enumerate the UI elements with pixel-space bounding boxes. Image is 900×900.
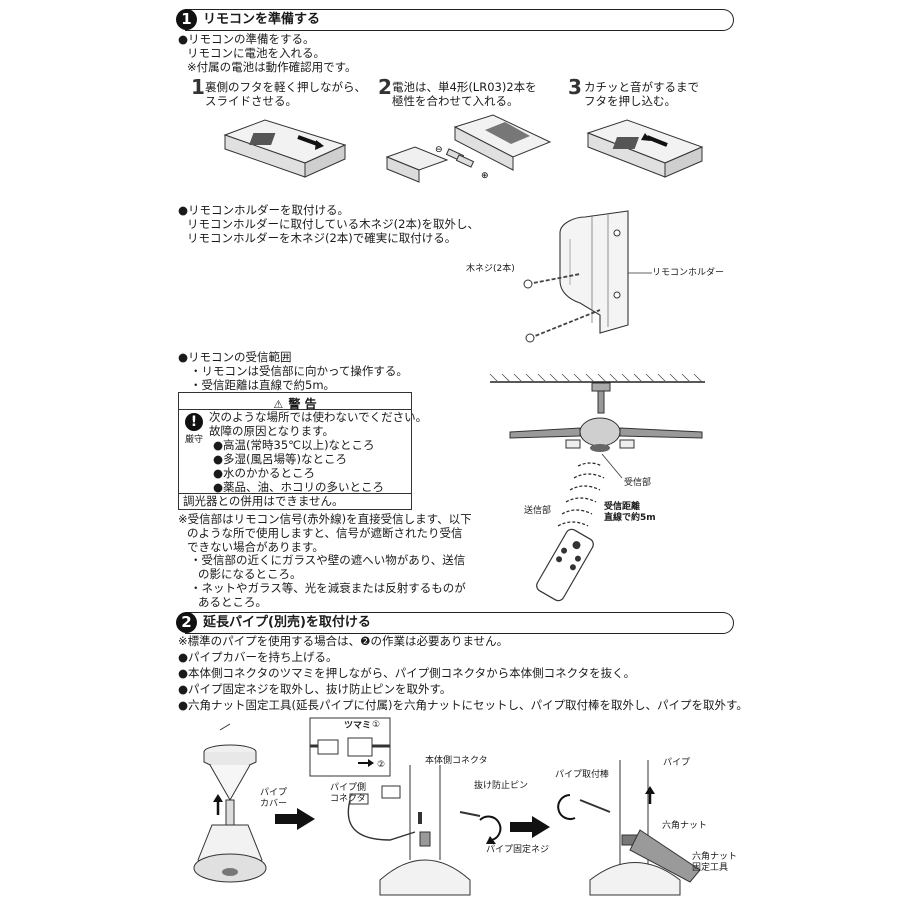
note-line-4: ・受信部の近くにガラスや壁の遮へい物があり、送信	[190, 553, 466, 567]
range-line-2: ・リモコンは受信部に向かって操作する。	[190, 364, 408, 378]
ceiling-fan-range-illustration	[489, 373, 705, 602]
remote-step-1-illustration	[223, 119, 347, 178]
note-line-1: ※受信部はリモコン信号(赤外線)を直接受信します、以下	[178, 512, 472, 526]
connector-detail-illustration	[309, 717, 391, 777]
section-2-number: 2	[176, 612, 197, 633]
range-line-3: ・受信距離は直線で約5m。	[190, 378, 336, 392]
step-2-line-1: 電池は、単4形(LR03)2本を	[392, 80, 537, 94]
label-pipe-screw: パイプ固定ネジ	[486, 845, 550, 855]
warning-bullet-4: ●薬品、油、ホコリの多いところ	[213, 480, 385, 494]
pipe-removal-illustration	[557, 760, 701, 896]
label-pipe-cover-2: カバー	[260, 799, 288, 809]
svg-text:⊖: ⊖	[435, 145, 443, 155]
wood-screw-illustration	[523, 273, 601, 343]
sec2-line-1: ※標準のパイプを使用する場合は、❷の作業は必要ありません。	[178, 634, 509, 648]
label-receiver: 受信部	[624, 478, 652, 488]
step-3-number: 3	[568, 75, 582, 99]
prep-line-2: リモコンに電池を入れる。	[187, 46, 325, 60]
range-line-1: ●リモコンの受信範囲	[178, 350, 292, 364]
section-1-number: 1	[176, 9, 197, 30]
remote-holder-illustration	[559, 210, 629, 334]
warning-triangle-icon: ⚠	[273, 398, 284, 411]
svg-text:⊕: ⊕	[481, 171, 489, 181]
section-1-title: リモコンを準備する	[203, 12, 321, 27]
warning-footer-divider	[179, 493, 411, 494]
label-pull-pin: 抜け防止ピン	[474, 781, 529, 791]
step-3-line-1: カチッと音がするまで	[584, 80, 699, 94]
note-line-5: の影になるところ。	[198, 567, 302, 581]
remote-step-2-illustration: ⊖ ⊕	[385, 114, 552, 183]
note-line-2: のような所で使用しますと、信号が遮断されたり受信	[187, 526, 463, 540]
step-3-line-2: フタを押し込む。	[584, 94, 676, 108]
label-step-circle-2: ②	[377, 760, 386, 770]
section-2-header-bar	[185, 612, 734, 634]
prep-line-3: ※付属の電池は動作確認用です。	[187, 60, 357, 74]
step-1-line-1: 裏側のフタを軽く押しながら、	[205, 80, 366, 94]
warning-box: ⚠ 警 告 ! 厳守 次のような場所では使わないでください。 故障の原因となりま…	[178, 392, 427, 510]
leader-line-holder	[628, 272, 652, 274]
section-1-header-bar	[185, 9, 734, 31]
warning-bullet-2: ●多湿(風呂場等)なところ	[213, 452, 348, 466]
label-pipe-connector-2: コネクタ	[330, 794, 366, 804]
holder-line-2: リモコンホルダーに取付している木ネジ(2本)を取外し、	[187, 217, 479, 231]
label-body-connector: 本体側コネクタ	[425, 756, 488, 766]
note-line-6: ・ネットやガラス等、光を減衰または反射するものが	[190, 581, 466, 595]
label-hex-nut: 六角ナット	[662, 821, 708, 831]
mandatory-label: 厳守	[185, 435, 204, 445]
pipe-cover-lift-illustration	[193, 723, 267, 883]
remote-step-3-illustration	[586, 119, 704, 178]
holder-line-1: ●リモコンホルダーを取付ける。	[178, 203, 350, 217]
sec2-line-3: ●本体側コネクタのツマミを押しながら、パイプ側コネクタから本体側コネクタを抜く。	[178, 666, 636, 680]
label-transmitter: 送信部	[524, 506, 552, 516]
sec2-line-5: ●六角ナット固定工具(延長パイプに付属)を六角ナットにセットし、パイプ取付棒を取…	[178, 698, 748, 712]
prep-line-1: ●リモコンの準備をする。	[178, 32, 315, 46]
warning-title: 警 告	[288, 397, 317, 411]
label-distance-1: 受信距離	[604, 502, 641, 512]
label-wood-screws: 木ネジ(2本)	[466, 264, 515, 274]
step-2-line-2: 極性を合わせて入れる。	[392, 94, 519, 108]
mandatory-icon: !	[185, 413, 203, 431]
label-step-circle-1: ①	[372, 720, 381, 730]
note-line-7: あるところ。	[198, 595, 267, 609]
step-2-number: 2	[378, 75, 392, 99]
label-pipe: パイプ	[663, 758, 691, 768]
step-1-line-2: スライドさせる。	[205, 94, 297, 108]
sec2-line-4: ●パイプ固定ネジを取外し、抜け防止ピンを取外す。	[178, 682, 452, 696]
step-1-number: 1	[191, 75, 205, 99]
label-remote-holder: リモコンホルダー	[652, 268, 725, 278]
warning-line-1: 次のような場所では使わないでください。	[209, 410, 428, 424]
sec2-line-2: ●パイプカバーを持ち上げる。	[178, 650, 338, 664]
note-line-3: できない場合があります。	[187, 540, 324, 554]
label-pipe-cover-1: パイプ	[260, 788, 288, 798]
label-distance-2: 直線で約5m	[604, 513, 656, 523]
warning-header: ⚠ 警 告	[179, 393, 411, 411]
label-knob: ツマミ	[344, 721, 372, 731]
arrow-right-icon	[275, 808, 315, 830]
warning-bullet-3: ●水のかかるところ	[213, 466, 316, 480]
section-2-title: 延長パイプ(別売)を取付ける	[203, 615, 371, 630]
pipe-connector-illustration	[347, 765, 502, 896]
warning-bullet-1: ●高温(常時35℃以上)なところ	[213, 438, 375, 452]
holder-line-3: リモコンホルダーを木ネジ(2本)で確実に取付ける。	[187, 231, 457, 245]
arrow-right-icon-2	[510, 816, 550, 838]
warning-line-2: 故障の原因となります。	[209, 424, 335, 438]
warning-footer: 調光器との併用はできません。	[183, 494, 344, 508]
label-hex-tool-2: 固定工具	[692, 863, 729, 873]
label-hex-tool-1: 六角ナット	[692, 852, 738, 862]
label-pipe-rod: パイプ取付棒	[555, 770, 610, 780]
label-pipe-connector-1: パイプ側	[330, 783, 367, 793]
